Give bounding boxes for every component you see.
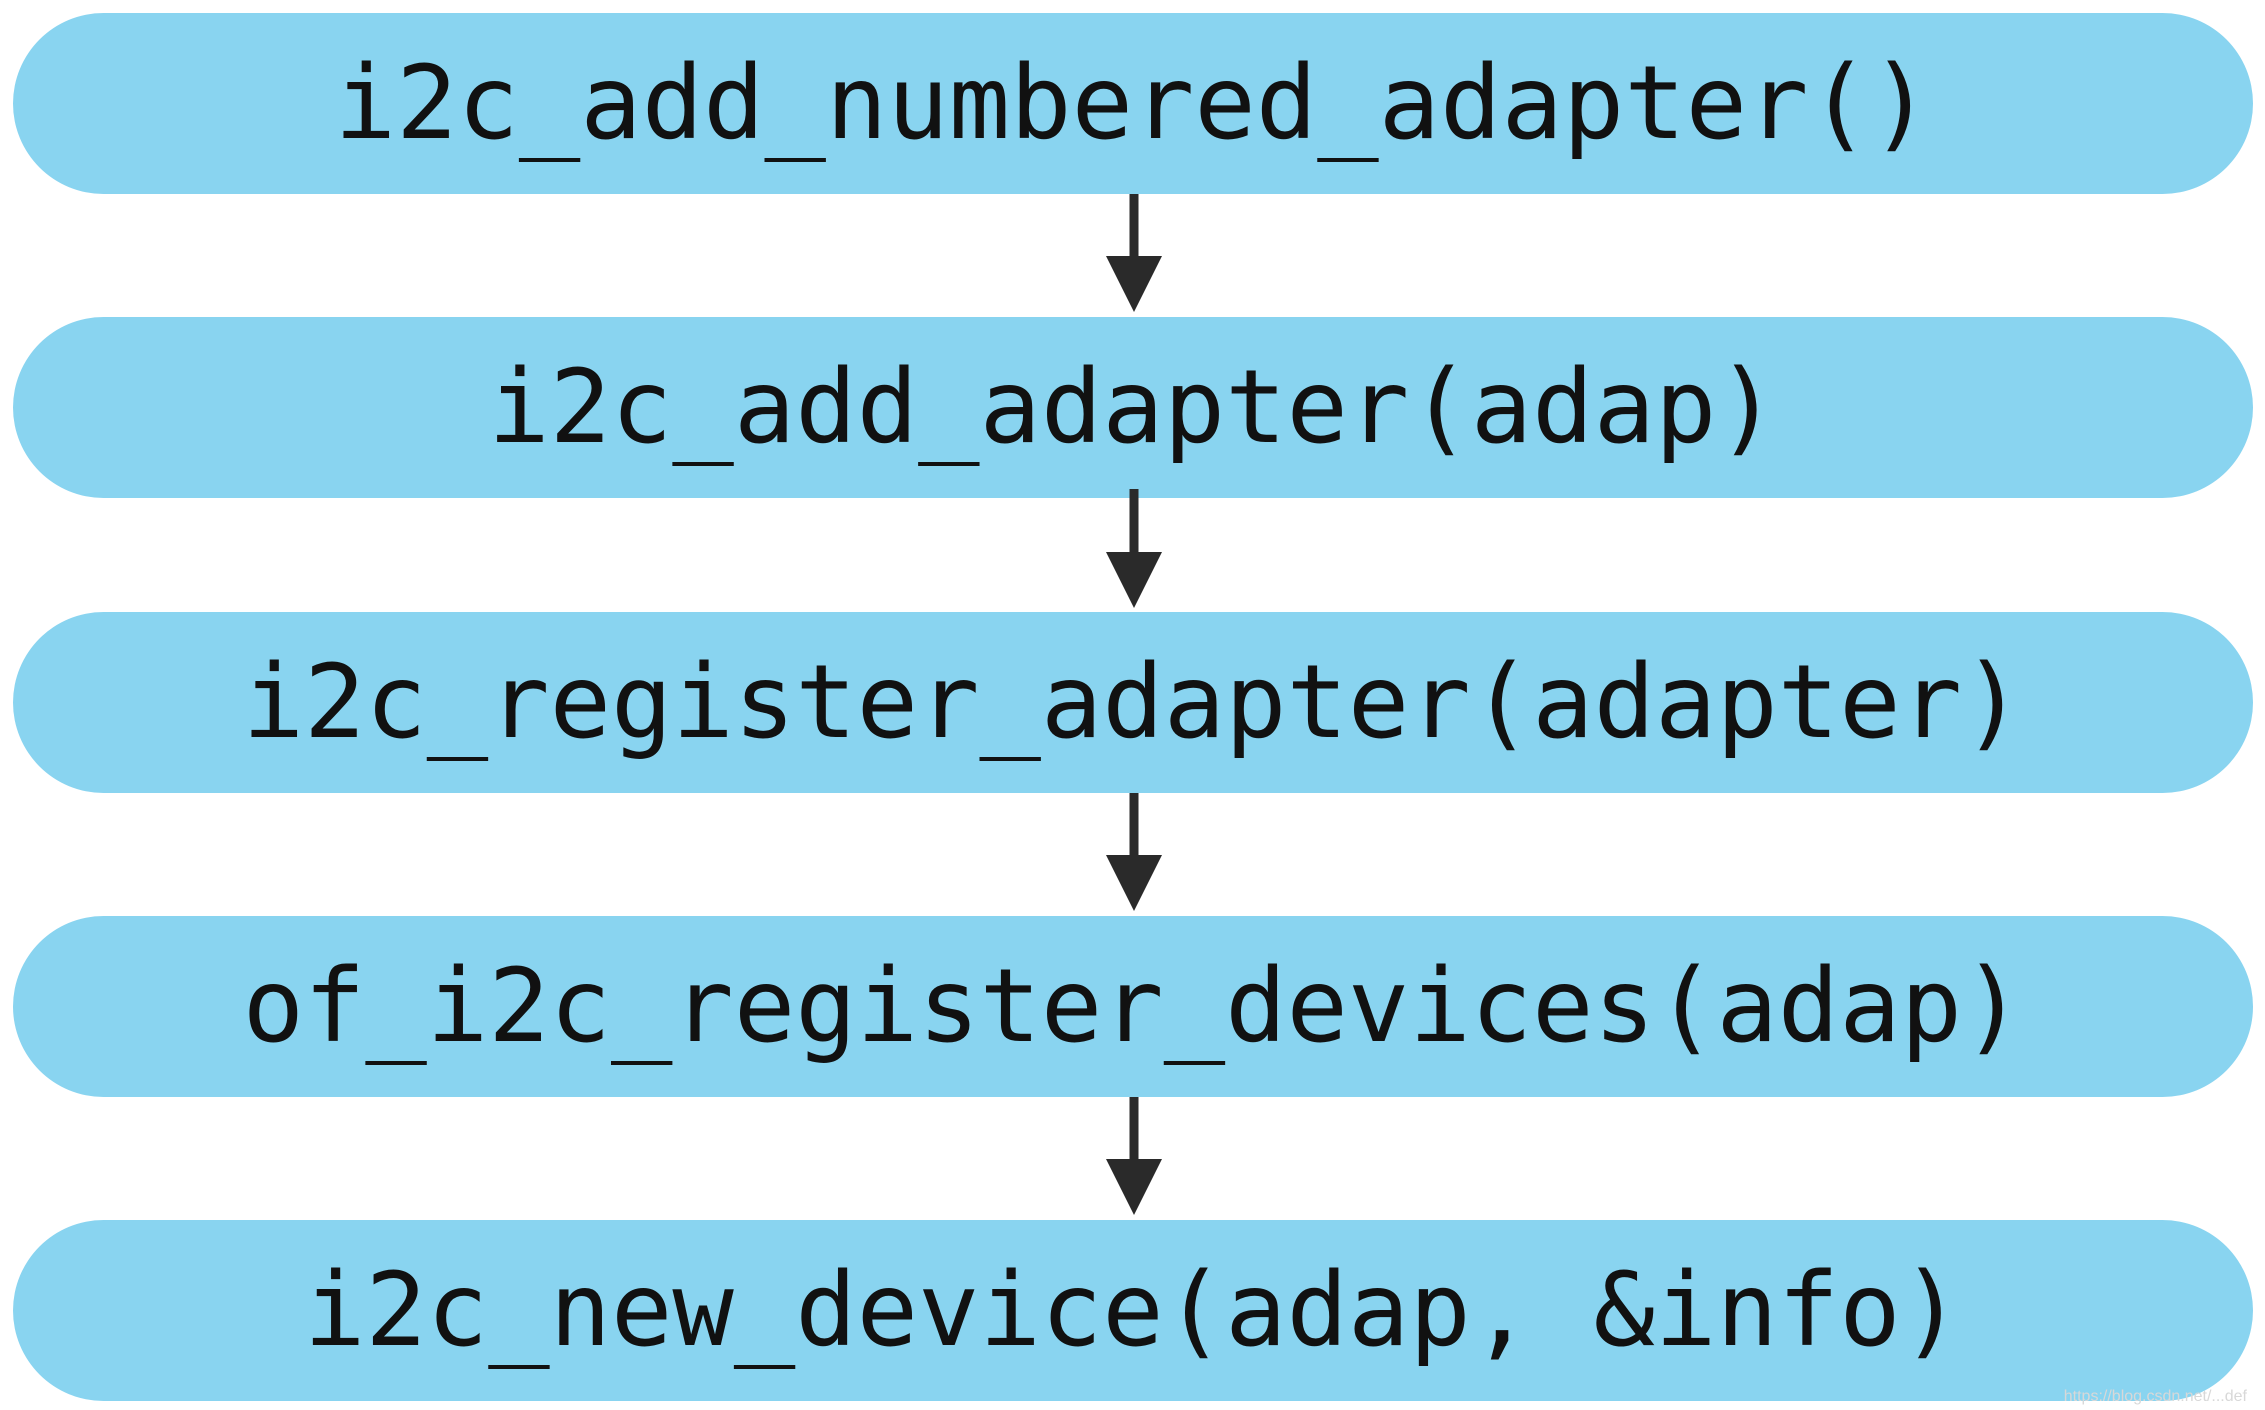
flow-node-label: i2c_new_device(adap, &info): [303, 1250, 1963, 1370]
flow-node-label: i2c_add_adapter(adap): [488, 347, 1778, 467]
flow-arrow-4: [1106, 1097, 1162, 1215]
arrow-head: [1106, 552, 1162, 608]
flow-arrow-2: [1106, 489, 1162, 608]
arrow-down-icon: [1106, 194, 1162, 312]
flow-node-i2c-new-device: i2c_new_device(adap, &info): [13, 1220, 2253, 1401]
flow-node-label: i2c_register_adapter(adapter): [242, 642, 2024, 762]
arrow-down-icon: [1106, 1097, 1162, 1215]
flow-node-label: i2c_add_numbered_adapter(): [334, 43, 1932, 163]
flow-node-i2c-add-numbered-adapter: i2c_add_numbered_adapter(): [13, 13, 2253, 194]
flow-node-i2c-register-adapter: i2c_register_adapter(adapter): [13, 612, 2253, 793]
flow-arrow-1: [1106, 194, 1162, 312]
watermark: https://blog.csdn.net/...def: [2063, 1388, 2247, 1405]
arrow-head: [1106, 1159, 1162, 1215]
flow-arrow-3: [1106, 793, 1162, 911]
flow-node-label: of_i2c_register_devices(adap): [242, 946, 2024, 1066]
arrow-head: [1106, 855, 1162, 911]
arrow-head: [1106, 256, 1162, 312]
arrow-down-icon: [1106, 793, 1162, 911]
flow-node-of-i2c-register-devices: of_i2c_register_devices(adap): [13, 916, 2253, 1097]
flow-node-i2c-add-adapter: i2c_add_adapter(adap): [13, 317, 2253, 498]
arrow-down-icon: [1106, 489, 1162, 608]
